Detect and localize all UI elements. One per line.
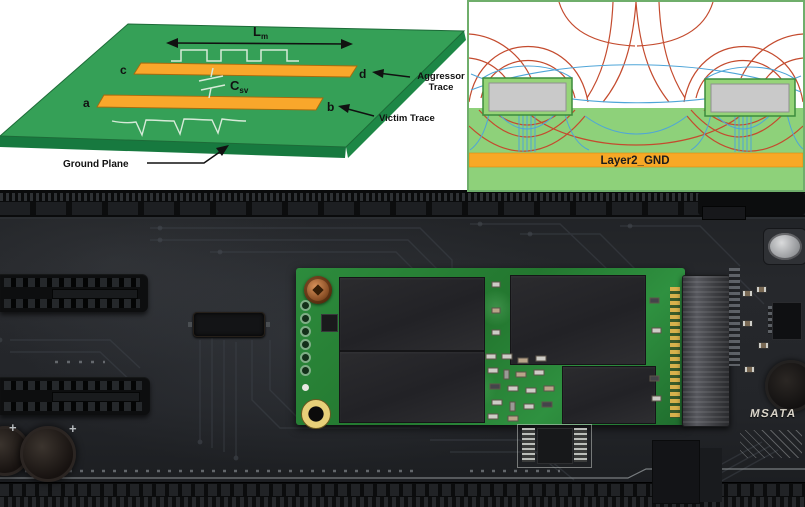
- msata-silkscreen-label: MSATA: [748, 408, 798, 420]
- pcie-pinholes: [4, 381, 142, 390]
- smd-resistor: [742, 290, 753, 297]
- victim-glitch-wave: [111, 118, 247, 138]
- smd-resistor: [758, 342, 769, 349]
- chip-pins: [768, 306, 772, 334]
- ground-plane-arrow: [147, 145, 229, 164]
- right-conductor: [704, 78, 796, 117]
- smd-resistor: [744, 366, 755, 373]
- node-c-label: c: [120, 63, 127, 77]
- standoff-metal-ring: [768, 233, 802, 260]
- aggressor-square-wave: [171, 49, 299, 62]
- crosstalk-3d-svg: Lm Csv c d a b Aggressor Trace Victim Tr…: [0, 23, 466, 170]
- connector-texture: [683, 276, 729, 426]
- lower-dielectric: [469, 167, 803, 190]
- left-conductor: [482, 77, 573, 116]
- node-b-label: b: [327, 100, 334, 114]
- ic-body: [537, 428, 573, 464]
- layer2-gnd-label: Layer2_GND: [600, 155, 669, 167]
- ground-plane-top: [0, 23, 466, 148]
- cross-section-border: [467, 0, 805, 192]
- screw-standoff: [763, 228, 805, 265]
- coupling-capacitor-symbol: [198, 67, 226, 99]
- pcie-card-channel: [52, 392, 140, 402]
- victim-trace-shape: [96, 94, 324, 111]
- ground-plane-side-bottom: [0, 136, 346, 158]
- capacitor-polarity-mark: +: [9, 420, 17, 435]
- pcie-slot-upper: [0, 274, 148, 312]
- field-cross-section-svg: Layer2_GND: [467, 0, 805, 192]
- top-slot-teeth: [0, 193, 805, 201]
- coupling-cap-label: Csv: [230, 78, 249, 95]
- electrolytic-capacitor: [20, 426, 76, 482]
- aggressor-callout-line2: Trace: [429, 82, 454, 93]
- motherboard-photo: + +: [0, 190, 805, 507]
- nand-flash-chip: [510, 275, 646, 365]
- nand-flash-chip: [562, 366, 656, 424]
- nand-flash-chip: [339, 351, 485, 423]
- victim-callout-arrow: [338, 104, 375, 117]
- crosstalk-3d-diagram: Lm Csv c d a b Aggressor Trace Victim Tr…: [0, 0, 467, 190]
- pcie-slot-lower: [0, 377, 150, 415]
- node-d-label: d: [359, 67, 366, 81]
- smd-resistor: [756, 286, 767, 293]
- ssd-mount-hole-gold: [301, 399, 331, 429]
- round-capacitor-right: [765, 360, 805, 412]
- bottom-right-bracket: [700, 448, 722, 502]
- capacitor-polarity-mark: +: [69, 421, 77, 436]
- msata-ssd-module: [296, 268, 744, 429]
- ssd-small-ic: [321, 314, 338, 332]
- top-dimm-slot: [0, 190, 805, 219]
- bottom-slot-blocks: [0, 484, 805, 496]
- smd-chip-right: [768, 302, 802, 340]
- bottom-slot-teeth: [0, 497, 805, 507]
- top-slot-blocks: [0, 202, 805, 215]
- silkscreen-hatch-lines: [740, 430, 802, 458]
- msata-gold-fingers: [670, 287, 680, 418]
- chip-pad: [266, 322, 270, 327]
- top-right-connector-hook: [702, 206, 746, 220]
- ssd-test-pads: [300, 298, 311, 378]
- pcie-card-channel: [52, 289, 138, 299]
- connector-pin-row: [729, 268, 740, 366]
- ssd-screw-hole-copper: [304, 276, 332, 304]
- aggressor-callout-line1: Aggressor: [417, 71, 465, 82]
- pcie-pinholes: [4, 278, 140, 287]
- substrate-field-lines: [469, 109, 803, 152]
- pcie-pinholes: [4, 299, 140, 308]
- pcie-pinholes: [4, 402, 142, 411]
- nand-flash-chip: [339, 277, 485, 351]
- msata-socket-connector: [682, 275, 730, 427]
- bottom-right-bracket: [652, 440, 700, 504]
- length-dimension-arrow: [166, 38, 353, 49]
- length-label: Lm: [253, 24, 268, 41]
- ic-pins-left: [522, 428, 535, 462]
- smd-chip: [188, 312, 270, 337]
- ssd-passive-components: [485, 281, 662, 422]
- ground-plane-label: Ground Plane: [63, 159, 129, 170]
- controller-ic-footprint: [517, 424, 592, 468]
- aggressor-callout-arrow: [372, 69, 411, 78]
- field-cross-section-diagram: Layer2_GND: [467, 0, 805, 192]
- chip-pad: [188, 322, 192, 327]
- ground-plane-side-right: [346, 31, 466, 158]
- smd-resistor: [742, 320, 753, 327]
- ic-pins-right: [574, 428, 587, 462]
- victim-callout-label: Victim Trace: [379, 113, 435, 124]
- node-a-label: a: [83, 96, 90, 110]
- aggressor-trace-shape: [133, 62, 358, 78]
- ssd-silkscreen-dot: [302, 384, 309, 391]
